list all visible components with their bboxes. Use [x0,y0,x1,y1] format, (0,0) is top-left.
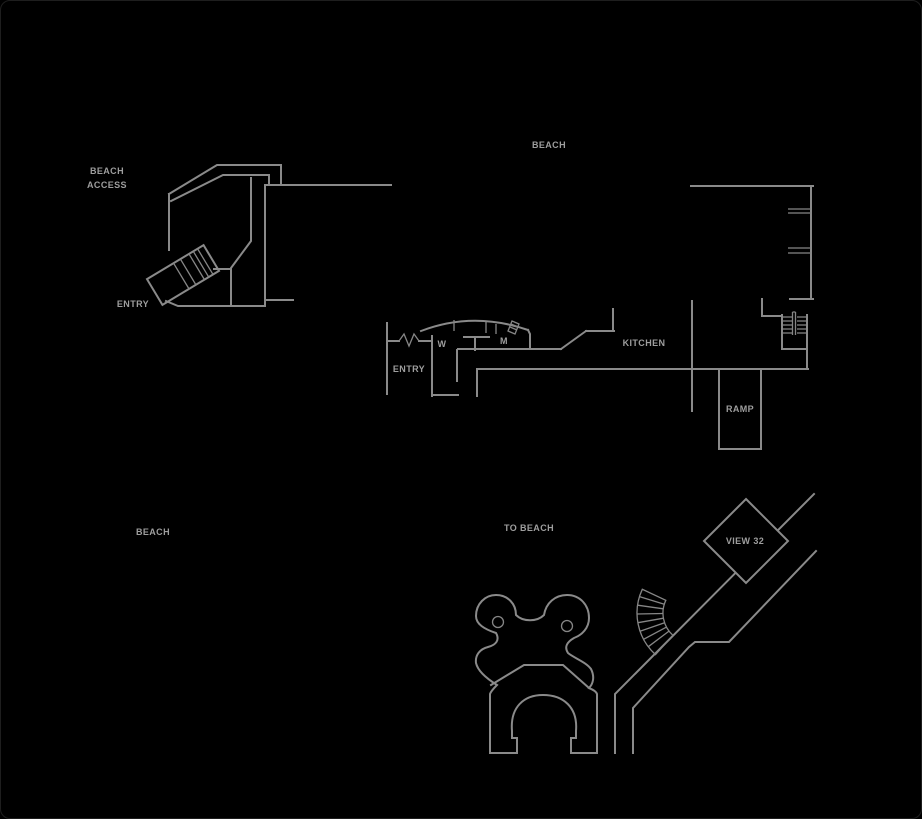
plan-labels: BEACH ACCESS ENTRY BEACH ENTRY W M KITCH… [87,140,764,546]
restroom-fixture [463,336,490,351]
building-inner-wall [230,177,252,307]
men-restroom-label: M [500,336,508,346]
pavilion-building [386,185,814,450]
ramp-label: RAMP [726,404,754,414]
boardwalk-edge-right [632,549,818,754]
building-bottom-wall [164,299,266,307]
ramp-tread-lines [173,248,214,290]
kitchen-north-walls [457,308,615,351]
entry-corridor [431,335,459,397]
building-outer-top [167,164,282,196]
stair-landing-walls [761,298,783,317]
entry-label-west: ENTRY [117,299,149,309]
canopy-posts [453,320,497,334]
amphitheater-outline [474,593,598,754]
left-planter-circle [491,615,505,629]
canopy-roof-line [489,664,591,690]
stairwell-box [781,314,808,370]
amphitheater-structure [474,593,598,754]
view-overlook-diamond [702,497,790,585]
ramp-outline [718,368,762,450]
to-beach-label: TO BEACH [504,523,554,533]
beach-label-top: BEACH [532,140,566,150]
building-inner-top [169,174,270,203]
canopy-stair-flag [507,320,520,335]
entry-ramp-stripes [145,243,221,307]
beach-access-building [145,164,392,307]
beach-access-label-line2: ACCESS [87,180,127,190]
entry-ramp-outline [145,243,221,307]
fan-tread-lines [636,595,670,648]
stairs-icon [783,311,806,335]
beach-access-label-line1: BEACH [90,166,124,176]
entry-label-center: ENTRY [393,364,425,374]
east-wall-opening-2 [788,247,811,254]
canopy-arc-end [526,328,531,350]
east-wall-opening-1 [788,208,811,214]
women-restroom-label: W [438,339,447,349]
kitchen-label: KITCHEN [623,338,666,348]
curved-stair-fan [636,588,674,656]
boardwalk-to-beach [614,492,818,754]
view-32-label: VIEW 32 [726,536,764,546]
entry-doors-icon [398,332,420,348]
right-planter-circle [560,619,574,633]
beach-label-bottom: BEACH [136,527,170,537]
